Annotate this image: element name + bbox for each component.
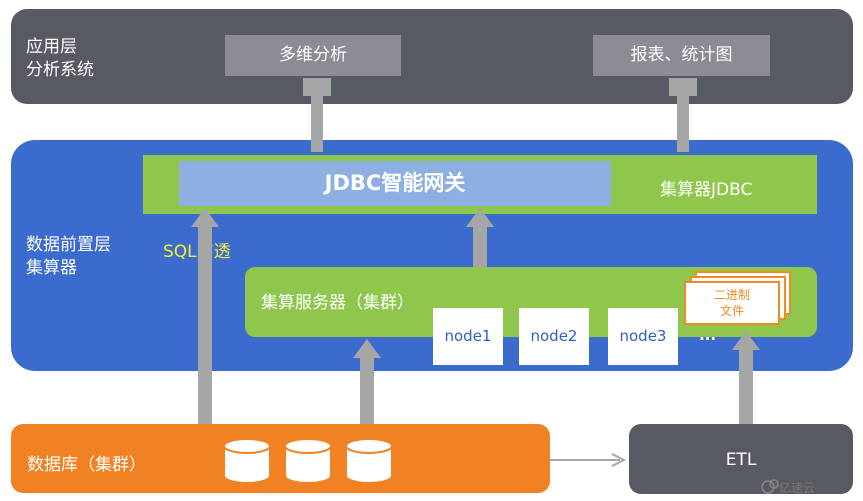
application-layer-title: 应用层 分析系统 bbox=[26, 37, 94, 80]
nodes-ellipsis: ... bbox=[699, 326, 717, 344]
arrow-sql-penetration bbox=[191, 208, 219, 424]
database-icon bbox=[345, 438, 393, 484]
arrow-etl-to-file bbox=[732, 331, 760, 424]
database-icon bbox=[284, 438, 332, 484]
database-cluster-title: 数据库（集群） bbox=[27, 455, 146, 475]
report-chart-box: 报表、统计图 bbox=[593, 35, 770, 76]
arrow-up-report-head bbox=[669, 78, 697, 96]
etl-label: ETL bbox=[725, 450, 757, 470]
watermark-logo-icon bbox=[761, 479, 779, 494]
arrow-server-to-gateway bbox=[466, 208, 494, 267]
arrow-up-multi-head bbox=[303, 78, 331, 96]
node-box-3: node3 bbox=[608, 308, 678, 365]
jdbc-label: 集算器JDBC bbox=[660, 180, 753, 200]
binary-file-icon: 二进制 文件 bbox=[684, 281, 780, 325]
database-cluster-panel bbox=[11, 424, 550, 493]
database-icon bbox=[223, 438, 271, 484]
server-cluster-title: 集算服务器（集群） bbox=[261, 293, 414, 313]
jdbc-gateway-box: JDBC智能网关 bbox=[179, 161, 611, 206]
arrow-db-to-etl-head bbox=[611, 453, 627, 467]
node-box-2: node2 bbox=[519, 308, 589, 365]
sql-penetration-label: SQL穿透 bbox=[163, 242, 231, 262]
arrow-up-to-report bbox=[669, 78, 697, 152]
node-box-1: node1 bbox=[433, 308, 503, 365]
watermark-text: 亿速云 bbox=[779, 481, 816, 495]
etl-panel bbox=[629, 424, 853, 494]
data-prelayer-title: 数据前置层 集算器 bbox=[26, 235, 111, 278]
arrow-db-to-server bbox=[353, 339, 381, 424]
multidimensional-analysis-box: 多维分析 bbox=[225, 35, 401, 76]
arrow-up-to-multi-analysis bbox=[303, 78, 331, 152]
